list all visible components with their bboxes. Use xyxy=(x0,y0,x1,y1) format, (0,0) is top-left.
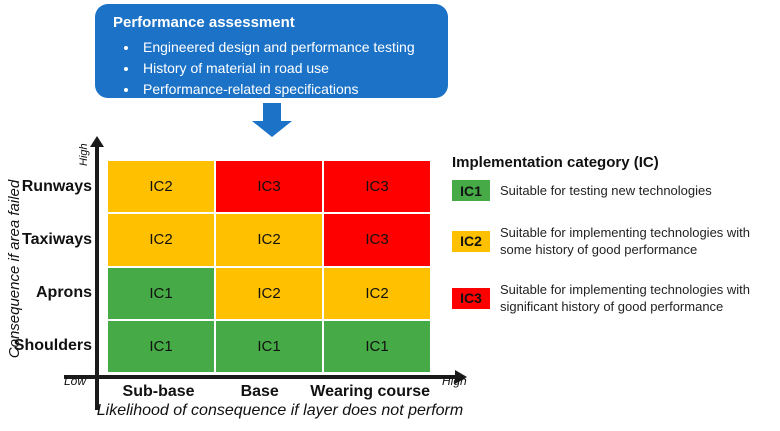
legend-item-text: Suitable for implementing technologies w… xyxy=(500,282,751,315)
matrix-cell: IC3 xyxy=(324,161,430,213)
x-axis-low-label: Low xyxy=(63,374,86,388)
matrix-cell: IC2 xyxy=(216,267,322,319)
legend-items: IC1 Suitable for testing new technologies… xyxy=(452,180,778,316)
legend-item-text: Suitable for implementing technologies w… xyxy=(500,225,751,258)
column-label: Base xyxy=(240,383,279,400)
matrix-cell: IC1 xyxy=(216,320,322,372)
matrix-cell: IC2 xyxy=(216,214,322,266)
legend-chip-ic2: IC2 xyxy=(452,230,490,252)
matrix-cell: IC1 xyxy=(108,320,214,372)
matrix-column-labels: Sub-base Base Wearing course xyxy=(108,383,430,401)
legend-chip-ic3: IC3 xyxy=(452,287,490,309)
down-arrow-icon xyxy=(263,103,281,122)
callout-title: Performance assessment xyxy=(113,14,295,31)
matrix-cell: IC3 xyxy=(324,214,430,266)
column-label: Sub-base xyxy=(122,383,195,400)
row-label: Aprons xyxy=(36,283,92,301)
matrix-cell: IC1 xyxy=(324,320,430,372)
column-label: Wearing course xyxy=(310,383,430,400)
legend-chip-ic1: IC1 xyxy=(452,180,490,201)
legend-item-text: Suitable for testing new technologies xyxy=(500,182,712,198)
row-label: Shoulders xyxy=(13,336,92,354)
row-label: Runways xyxy=(21,178,92,196)
matrix-cell: IC2 xyxy=(108,214,214,266)
down-arrow-head-icon xyxy=(252,121,292,137)
y-axis-arrowhead-icon xyxy=(90,136,104,147)
matrix-cell: IC2 xyxy=(108,161,214,213)
legend-item: IC3 Suitable for implementing technologie… xyxy=(452,281,778,315)
x-axis-high-label: High xyxy=(442,374,467,388)
legend-title: Implementation category (IC) xyxy=(452,154,659,171)
callout-bullet: History of material in road use xyxy=(139,58,436,79)
x-axis-line xyxy=(64,375,456,379)
legend-item: IC2 Suitable for implementing technologie… xyxy=(452,224,778,258)
matrix-cell: IC2 xyxy=(324,267,430,319)
row-label: Taxiways xyxy=(22,231,92,249)
callout-bullet-list: Engineered design and performance testin… xyxy=(113,37,436,100)
matrix-cell: IC1 xyxy=(108,267,214,319)
x-axis-arrowhead-icon xyxy=(455,370,467,384)
callout-bullet: Engineered design and performance testin… xyxy=(139,37,436,58)
performance-assessment-callout: Performance assessment Engineered design… xyxy=(95,4,448,98)
x-axis-title: Likelihood of consequence if layer does … xyxy=(96,402,464,419)
y-axis-line xyxy=(95,146,99,410)
matrix-cell: IC3 xyxy=(216,161,322,213)
callout-bullet: Performance-related specifications xyxy=(139,79,436,100)
legend-item: IC1 Suitable for testing new technologies xyxy=(452,180,778,201)
